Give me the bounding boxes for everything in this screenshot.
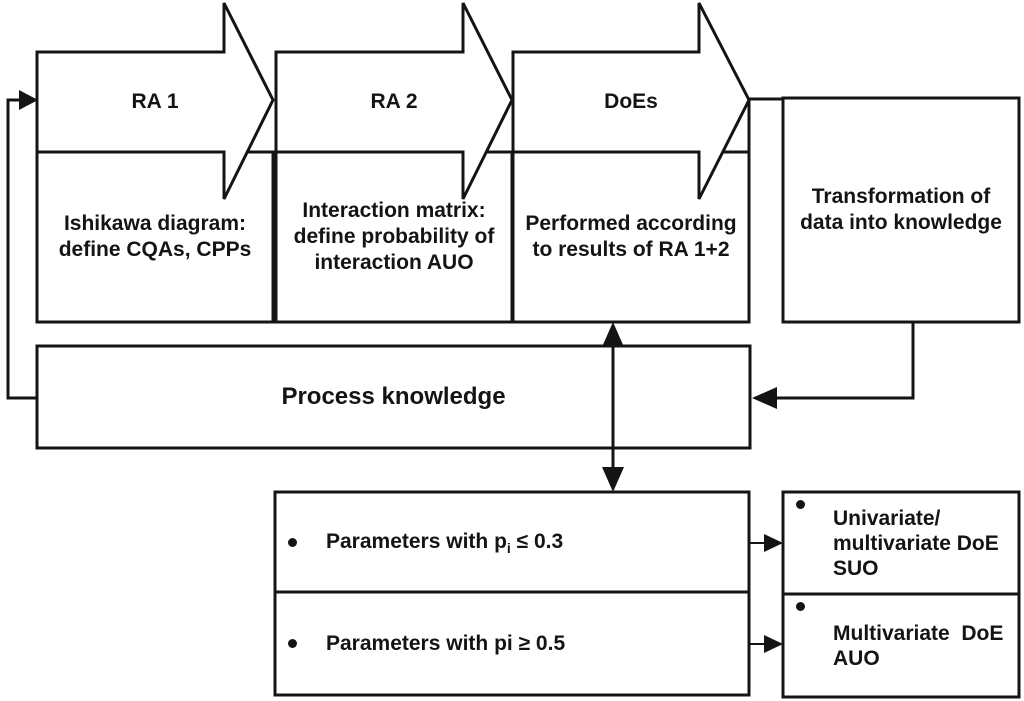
doe-item-2-text: Multivariate DoE AUO — [833, 621, 1003, 671]
double-arrow-down-head-icon — [602, 467, 624, 492]
doe-item-2-line-1: Multivariate DoE — [833, 621, 1004, 645]
parameter-item-1-sub: i — [506, 540, 511, 557]
transformation-box-rect — [781, 96, 1021, 324]
parameter-item-1-prefix: Parameters with p — [326, 530, 507, 553]
feedback-loop-line — [6, 98, 37, 400]
transform-arrowhead-icon — [752, 387, 777, 409]
bullet-icon — [796, 602, 805, 611]
transform-to-process-line — [760, 323, 915, 400]
stage-box-2-line-2: define probability of — [293, 225, 495, 248]
params-doe-arrowhead-2-icon — [764, 635, 783, 653]
bullet-icon — [288, 639, 297, 648]
process-knowledge-text: Process knowledge — [281, 383, 506, 410]
bullet-icon — [288, 537, 297, 547]
doe-item-1-text: Univariate/ multivariate DoE SUO — [833, 506, 999, 581]
feedback-arrowhead-icon — [19, 90, 38, 110]
parameter-item-1: Parameters with pi ≤ 0.3 — [275, 492, 749, 592]
stage-box-2-line-3: interaction AUO — [314, 251, 474, 274]
doe-item-2-line-2: AUO — [833, 646, 880, 670]
transformation-line-2: data into knowledge — [800, 211, 1002, 234]
doe-item-1-line-1: Univariate/ — [833, 506, 941, 530]
params-doe-arrowhead-1-icon — [764, 534, 783, 552]
doe-item-1: Univariate/ multivariate DoE SUO — [783, 492, 1019, 594]
stage-arrow-label-ra2: RA 2 — [370, 90, 418, 113]
doe-item-1-line-2: multivariate DoE — [833, 531, 999, 555]
parameter-item-1-text: Parameters with pi ≤ 0.3 — [326, 530, 564, 557]
block-arrow-does — [511, 2, 751, 200]
stage-box-1-line-2: define CQAs, CPPs — [58, 238, 252, 261]
stage-box-1-text: Ishikawa diagram: define CQAs, CPPs — [37, 152, 273, 322]
process-knowledge-label: Process knowledge — [37, 346, 750, 448]
parameter-item-1-suffix: ≤ 0.3 — [510, 530, 564, 553]
doe-item-2: Multivariate DoE AUO — [783, 594, 1019, 697]
transformation-line-1: Transformation of — [811, 185, 991, 208]
block-arrow-ra2 — [274, 2, 514, 200]
parameter-item-2-prefix: Parameters with pi — [326, 631, 513, 655]
parameter-item-2-text: Parameters with pi ≥ 0.5 — [326, 632, 565, 656]
parameter-item-2: Parameters with pi ≥ 0.5 — [275, 592, 749, 695]
block-arrow-ra1 — [35, 2, 275, 200]
doe-item-1-line-3: SUO — [833, 556, 879, 580]
transformation-box-text: Transformation of data into knowledge — [783, 98, 1019, 322]
parameter-item-2-suffix: ≥ 0.5 — [512, 631, 566, 655]
stage-box-3-line-1: Performed according — [525, 212, 737, 235]
stage-box-2-text: Interaction matrix: define probability o… — [276, 152, 512, 322]
stage-box-1-line-1: Ishikawa diagram: — [63, 212, 247, 235]
bullet-icon — [796, 500, 805, 509]
stage-arrow-label-does: DoEs — [604, 90, 658, 113]
stage-box-2-line-1: Interaction matrix: — [302, 199, 486, 222]
stage-box-3-line-2: to results of RA 1+2 — [532, 238, 730, 261]
stage-box-3-text: Performed according to results of RA 1+2 — [513, 152, 749, 322]
double-arrow-up-head-icon — [602, 322, 624, 347]
stage-arrow-label-ra1: RA 1 — [131, 90, 179, 113]
